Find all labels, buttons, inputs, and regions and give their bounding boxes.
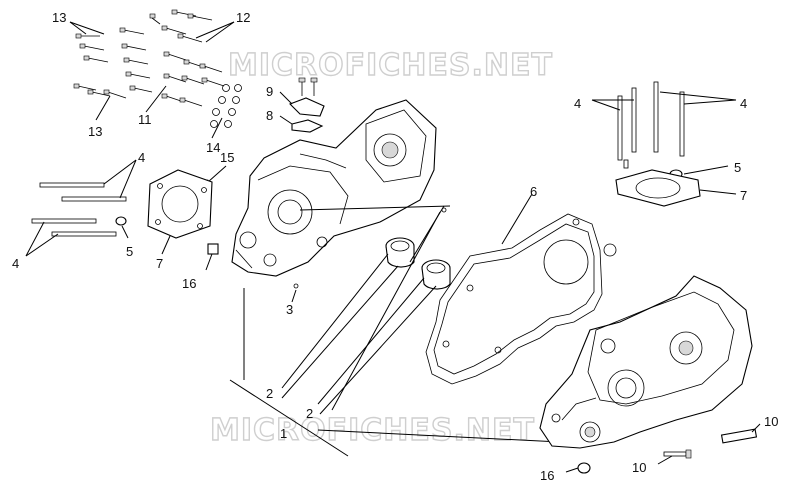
callout-16-left: 16 xyxy=(182,276,196,291)
callout-4-right-left: 4 xyxy=(574,96,581,111)
callout-4-right-right: 4 xyxy=(740,96,747,111)
bolt-10 xyxy=(657,423,761,465)
callout-5-right: 5 xyxy=(734,160,741,175)
callout-15: 15 xyxy=(220,150,234,165)
crankcase-half-right xyxy=(539,275,753,449)
bearing-group-2 xyxy=(281,205,451,415)
sensor-part-9-8 xyxy=(279,77,325,133)
stud-group-right xyxy=(591,81,737,169)
callout-7-right: 7 xyxy=(740,188,747,203)
callout-7-left: 7 xyxy=(156,256,163,271)
callout-9: 9 xyxy=(266,84,273,99)
callout-12: 12 xyxy=(236,10,250,25)
plug-16-left xyxy=(205,243,219,271)
callout-labels: 13 12 13 11 14 9 8 15 4 4 5 7 16 3 4 4 5… xyxy=(12,10,778,483)
callout-13-top: 13 xyxy=(52,10,66,25)
assembly-bracket-1 xyxy=(229,205,561,457)
crankcase-half-left xyxy=(231,99,437,277)
callout-4-left-top: 4 xyxy=(138,150,145,165)
callout-8: 8 xyxy=(266,108,273,123)
callout-4-left-bottom: 4 xyxy=(12,256,19,271)
stud-group-left xyxy=(25,159,137,257)
callout-6: 6 xyxy=(530,184,537,199)
crankcase-gasket-6 xyxy=(425,193,617,385)
callout-16-right: 16 xyxy=(540,468,554,483)
callout-14: 14 xyxy=(206,140,220,155)
callout-13-bottom: 13 xyxy=(88,124,102,139)
callout-2-left: 2 xyxy=(266,386,273,401)
cylinder-base-gasket-left xyxy=(147,169,213,255)
callout-2-right: 2 xyxy=(306,406,313,421)
bolt-group-12-13 xyxy=(69,9,242,139)
dowel-pin-3 xyxy=(291,283,299,303)
cylinder-base-gasket-right xyxy=(615,169,737,207)
callout-5-left: 5 xyxy=(126,244,133,259)
watermark-top: MICROFICHES.NET xyxy=(228,48,553,83)
callout-1: 1 xyxy=(280,426,287,441)
callout-11: 11 xyxy=(138,112,152,127)
callout-10-right: 10 xyxy=(764,414,778,429)
callout-3: 3 xyxy=(286,302,293,317)
callout-10-bottom: 10 xyxy=(632,460,646,475)
plug-16-right xyxy=(565,462,591,474)
watermark-bottom: MICROFICHES.NET xyxy=(210,413,535,448)
